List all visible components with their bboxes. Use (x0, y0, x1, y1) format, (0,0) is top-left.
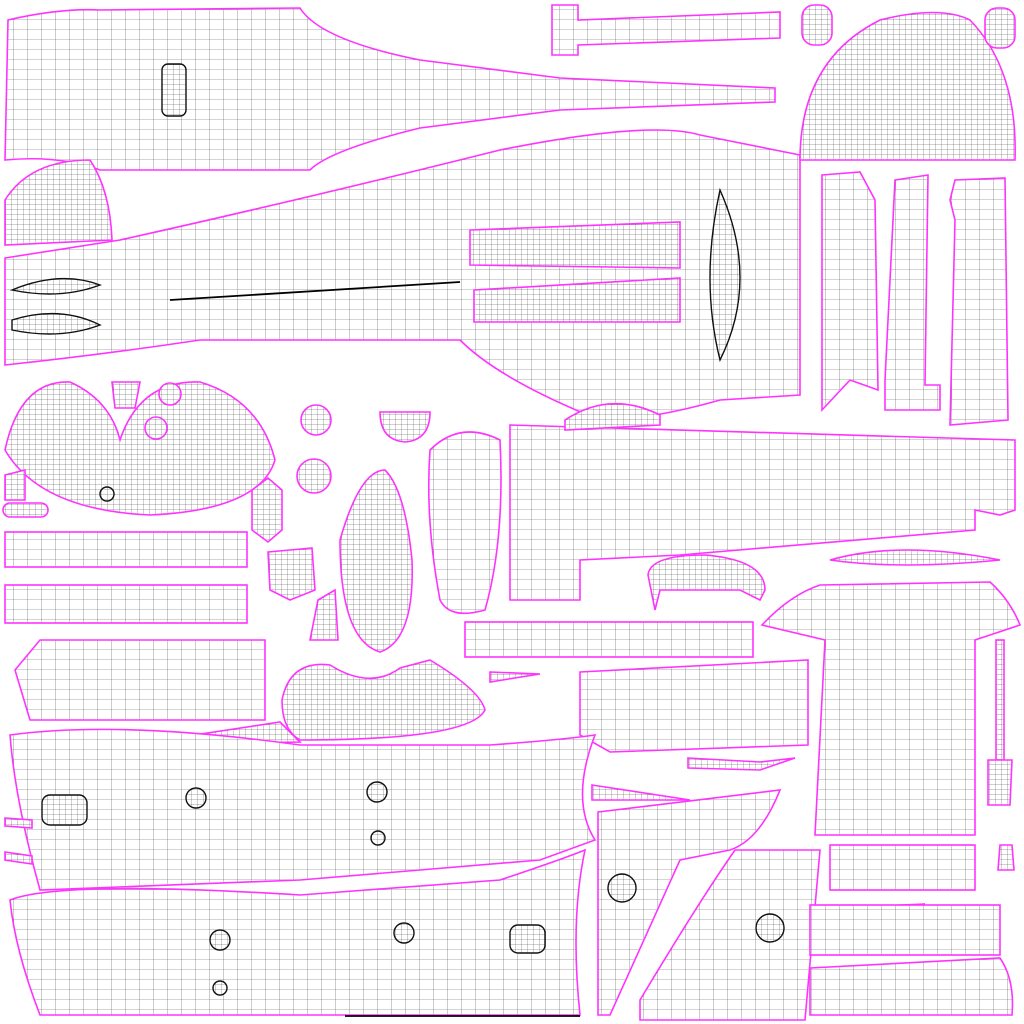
uv-island-small (687, 757, 796, 771)
uv-island-small (984, 7, 1016, 49)
uv-island-small (267, 547, 316, 601)
uv-island-strip (4, 584, 248, 624)
uv-island-strip (4, 531, 248, 568)
uv-island-small (801, 4, 833, 46)
uv-island-long-panel (509, 424, 1016, 601)
uv-island-box (14, 639, 266, 721)
uv-island-fin (639, 849, 821, 1021)
bolt-icon (393, 922, 415, 944)
bolt-icon (185, 787, 207, 809)
uv-island-strip (809, 904, 1001, 956)
bolt-icon (366, 781, 388, 803)
bolt-icon (607, 873, 637, 903)
uv-island-small (4, 468, 26, 501)
uv-island-small (158, 382, 182, 406)
bolt-icon (209, 929, 231, 951)
uv-island-panel-lower (9, 848, 587, 1016)
uv-island-small (829, 549, 1001, 566)
uv-island-small (379, 411, 431, 443)
uv-island-box (829, 844, 976, 891)
uv-island-column (821, 171, 879, 413)
uv-island-bowl (4, 381, 276, 516)
uv-island-small (111, 381, 141, 409)
uv-island-leaf (339, 469, 414, 653)
uv-island-small (551, 4, 781, 56)
uv-island-coat (760, 581, 1022, 836)
seam-line (169, 281, 461, 301)
bolt-icon (370, 830, 386, 846)
bolt-icon (212, 980, 228, 996)
uv-inner-island (473, 277, 681, 323)
uv-island-small (4, 159, 113, 246)
uv-island-curve (281, 659, 486, 741)
uv-island-small (564, 402, 661, 431)
uv-island-panel-upper (9, 728, 597, 891)
uv-island-small (997, 844, 1015, 871)
uv-hole (9, 277, 102, 335)
uv-inner-island (469, 221, 681, 269)
bolt-icon (755, 913, 785, 943)
uv-island-column (949, 177, 1009, 426)
uv-hole (99, 486, 115, 502)
uv-island-small (2, 502, 49, 518)
uv-island-small (987, 759, 1013, 806)
uv-island-cap (799, 11, 1016, 161)
uv-island-small (4, 817, 33, 865)
uv-island-rod (995, 639, 1005, 761)
uv-island-small (251, 476, 283, 544)
uv-island-small (647, 554, 766, 611)
uv-island-body (4, 129, 801, 421)
uv-island-column (884, 174, 941, 411)
uv-hole (161, 63, 187, 117)
uv-hole (41, 794, 88, 826)
uv-island-strip (809, 957, 1014, 1016)
uv-island-small (489, 671, 541, 683)
uv-hole (509, 924, 546, 954)
uv-island-small (591, 784, 691, 801)
uv-island-fin (597, 789, 782, 1016)
uv-island-pod (427, 431, 502, 615)
uv-island-small (309, 588, 339, 641)
uv-island-small (296, 458, 332, 494)
uv-island-small (144, 416, 168, 440)
uv-hole (709, 187, 741, 363)
uv-island-strip (464, 621, 754, 658)
uv-island-small (300, 404, 332, 436)
uv-island-box (579, 659, 809, 753)
